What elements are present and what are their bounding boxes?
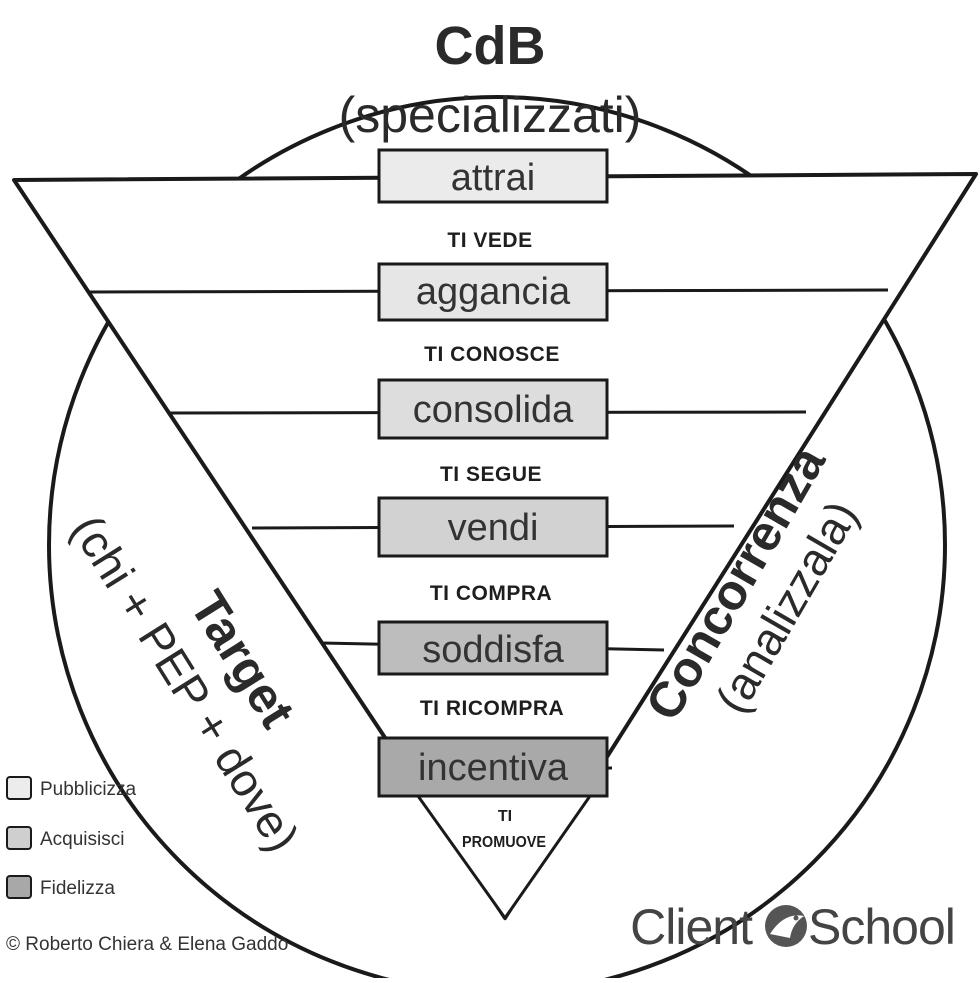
legend-label: Fidelizza <box>40 878 115 899</box>
stage-box-5: incentiva <box>377 736 609 798</box>
stage-box-bg <box>377 496 609 558</box>
stage-box-2: consolida <box>377 378 609 440</box>
brand-left-text: Client <box>630 899 753 955</box>
legend: Pubblicizza Acquisisci Fidelizza <box>6 776 137 899</box>
step-label: TI RICOMPRA <box>420 697 564 720</box>
stage-box-1: aggancia <box>377 262 609 322</box>
stage-box-bg <box>377 378 609 440</box>
brand-logo: Client School <box>630 899 956 955</box>
tip-label-line1: TI <box>498 808 512 825</box>
legend-swatch-acquisisci <box>6 826 32 850</box>
bird-icon <box>765 905 807 947</box>
stage-box-bg <box>377 262 609 322</box>
stage-label: incentiva <box>418 747 569 789</box>
legend-label: Pubblicizza <box>40 779 137 800</box>
legend-swatch-pubblicizza <box>6 776 32 800</box>
step-label: TI CONOSCE <box>424 343 560 366</box>
stage-box-bg <box>377 620 609 676</box>
stage-box-0: attrai <box>377 148 609 204</box>
legend-label: Acquisisci <box>40 829 124 850</box>
stage-label: vendi <box>448 507 539 549</box>
stage-label: aggancia <box>416 271 571 313</box>
legend-swatch-fidelizza <box>6 875 32 899</box>
brand-right-text: School <box>808 899 955 955</box>
copyright-text: © Roberto Chiera & Elena Gaddò <box>6 934 288 955</box>
page-title: CdB <box>435 16 546 76</box>
step-label: TI SEGUE <box>440 463 542 486</box>
page-subtitle: (specializzati) <box>339 87 642 143</box>
step-label: TI VEDE <box>447 229 532 252</box>
stage-box-bg <box>377 736 609 798</box>
stage-label: attrai <box>451 157 535 199</box>
tip-label-line2: PROMUOVE <box>462 834 546 851</box>
stage-box-bg <box>377 148 609 204</box>
stage-label: consolida <box>413 389 574 431</box>
stage-box-4: soddisfa <box>377 620 609 676</box>
step-label: TI COMPRA <box>430 582 552 605</box>
stage-box-3: vendi <box>377 496 609 558</box>
stage-label: soddisfa <box>422 629 564 671</box>
